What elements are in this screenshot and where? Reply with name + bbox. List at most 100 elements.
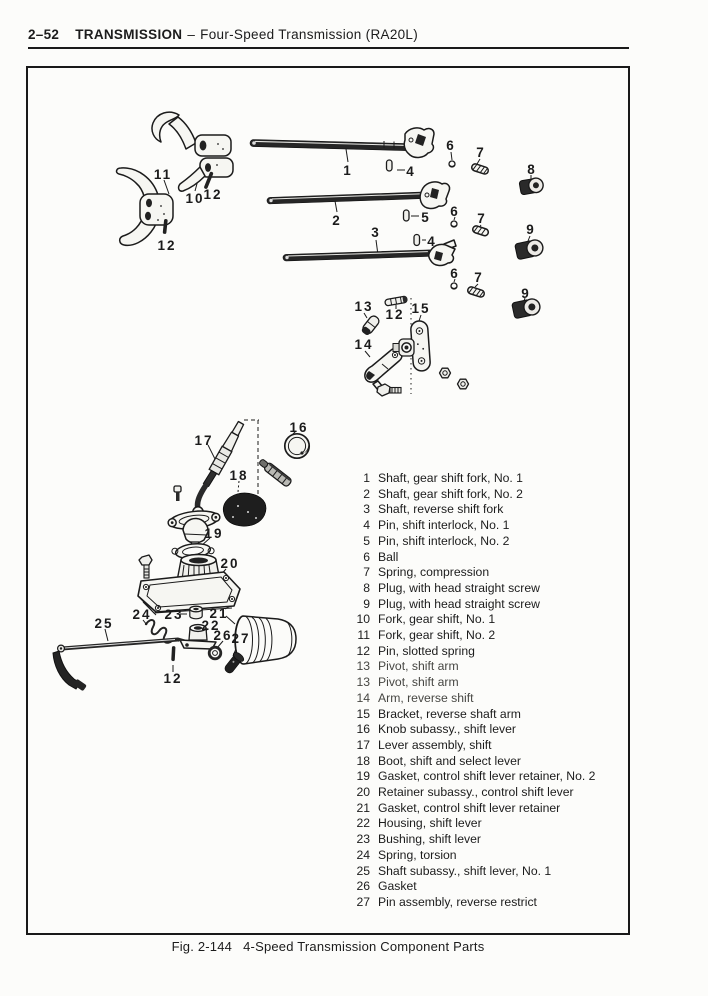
callout-label: 25 xyxy=(94,616,113,631)
part-number: 14 xyxy=(356,690,370,705)
part-plug-9b xyxy=(511,298,541,319)
part-pivot-13 xyxy=(361,315,380,336)
part-number: 7 xyxy=(363,565,370,580)
part-number: 12 xyxy=(356,643,370,658)
page-header: 2–52 TRANSMISSION–Four-Speed Transmission… xyxy=(28,27,418,42)
callout-label: 2 xyxy=(332,213,342,228)
part-number: 20 xyxy=(356,785,370,800)
parts-list-row: 26 Gasket xyxy=(350,879,626,895)
parts-list-row: 4 Pin, shift interlock, No. 1 xyxy=(350,518,626,534)
part-name: Shaft subassy., shift lever, No. 1 xyxy=(378,863,552,878)
part-name: Arm, reverse shift xyxy=(378,690,474,705)
callout-label: 11 xyxy=(154,167,172,182)
part-fork-gear-shift-2 xyxy=(115,167,174,247)
part-number: 23 xyxy=(356,832,370,847)
callout-label: 6 xyxy=(450,204,460,219)
exploded-parts-diagram: 11 10 12 12 1 2 3 4 5 4 6 7 8 6 7 9 6 7 … xyxy=(52,111,544,691)
callout-label: 1 xyxy=(343,163,353,178)
part-number: 13 xyxy=(356,659,370,674)
parts-list-row: 19 Gasket, control shift lever retainer, … xyxy=(350,769,626,785)
part-name: Gasket, control shift lever retainer, No… xyxy=(378,769,596,784)
figure-title: 4-Speed Transmission Component Parts xyxy=(243,939,485,954)
part-name: Knob subassy., shift lever xyxy=(378,722,516,737)
part-name: Retainer subassy., control shift lever xyxy=(378,785,574,800)
part-knob-16 xyxy=(283,432,311,460)
header-dash: – xyxy=(187,27,196,42)
callout-label: 18 xyxy=(229,468,248,483)
callout-label: 21 xyxy=(209,606,228,621)
part-number: 6 xyxy=(363,549,370,564)
part-number: 18 xyxy=(356,753,370,768)
page-number: 2–52 xyxy=(28,27,60,42)
callout-label: 17 xyxy=(194,433,213,448)
part-number: 15 xyxy=(356,706,370,721)
part-name: Boot, shift and select lever xyxy=(378,753,521,768)
part-name: Shaft, reverse shift fork xyxy=(378,502,504,517)
section-title: TRANSMISSION xyxy=(75,27,183,42)
part-nuts xyxy=(438,367,470,390)
callout-label: 26 xyxy=(213,628,232,643)
part-number: 9 xyxy=(363,596,370,611)
part-plug-8 xyxy=(518,177,544,196)
parts-list-row: 3 Shaft, reverse shift fork xyxy=(350,502,626,518)
part-shaft-fork-2 xyxy=(266,181,451,210)
part-pin-27 xyxy=(224,652,245,674)
part-number: 3 xyxy=(363,502,370,517)
callout-label: 8 xyxy=(527,162,537,177)
figure-number: Fig. 2-144 xyxy=(171,939,233,954)
part-pin-12-middle xyxy=(384,295,408,307)
part-interlock-pins xyxy=(385,159,421,247)
callout-label: 5 xyxy=(421,210,431,225)
part-number: 4 xyxy=(363,518,370,533)
callout-label: 12 xyxy=(163,671,182,686)
callout-label: 13 xyxy=(354,299,373,314)
parts-list-row: 8 Plug, with head straight screw xyxy=(350,581,626,597)
part-name: Spring, torsion xyxy=(378,847,457,862)
part-number: 2 xyxy=(363,486,370,501)
part-name: Plug, with head straight screw xyxy=(378,580,540,595)
callout-label: 20 xyxy=(220,556,239,571)
part-number: 5 xyxy=(363,533,370,548)
part-number: 21 xyxy=(356,800,370,815)
part-number: 1 xyxy=(363,471,370,485)
part-shaft-fork-1 xyxy=(249,127,435,159)
figure-caption: Fig. 2-144 4-Speed Transmission Component… xyxy=(26,939,630,954)
parts-list-row: 1 Shaft, gear shift fork, No. 1 xyxy=(350,471,626,487)
part-number: 19 xyxy=(356,769,370,784)
header-subtitle: Four-Speed Transmission (RA20L) xyxy=(200,27,419,42)
part-number: 24 xyxy=(356,847,370,862)
part-springs xyxy=(466,163,490,298)
part-name: Fork, gear shift, No. 2 xyxy=(378,628,496,643)
part-shaft-25 xyxy=(52,637,185,691)
part-name: Pin, shift interlock, No. 1 xyxy=(378,518,510,533)
part-name: Shaft, gear shift fork, No. 1 xyxy=(378,471,523,485)
part-number: 8 xyxy=(363,580,370,595)
header-rule xyxy=(28,47,629,49)
part-flange-plate xyxy=(137,571,241,616)
part-fork-gear-shift-1 xyxy=(151,111,234,192)
callout-label: 24 xyxy=(132,607,151,622)
callout-label: 19 xyxy=(204,526,223,541)
part-shaft-reverse xyxy=(282,239,457,267)
part-name: Gasket xyxy=(378,879,417,894)
callout-label: 3 xyxy=(371,225,381,240)
callout-label: 7 xyxy=(476,145,486,160)
part-number: 22 xyxy=(356,816,370,831)
callout-label: 16 xyxy=(289,420,308,435)
callout-label: 22 xyxy=(201,618,220,633)
part-boot-18 xyxy=(222,492,267,527)
part-number: 26 xyxy=(356,879,370,894)
